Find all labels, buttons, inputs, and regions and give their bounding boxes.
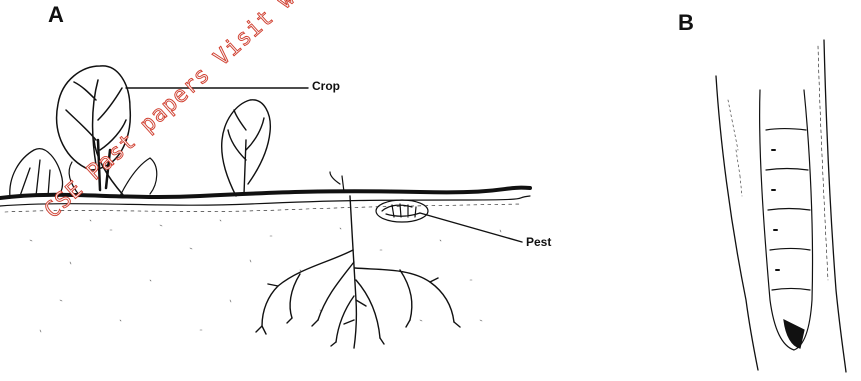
figure-a-drawing [0,66,530,348]
root-system [256,196,460,348]
pest-leader-line [420,213,522,242]
second-crop-plant [222,100,271,196]
pest-larva [376,200,428,222]
soil-texture [30,220,501,332]
stem-wall-left [716,76,758,370]
stem-tissue [728,100,742,196]
figure-b-label: B [678,10,694,36]
stem-borer-larva [760,90,813,350]
pest-label: Pest [526,235,551,249]
root-stem [330,172,344,192]
crop-label: Crop [312,79,340,93]
figure-b-drawing [716,40,846,372]
figure-a-label: A [48,2,64,28]
stem-wall-right [824,40,846,372]
